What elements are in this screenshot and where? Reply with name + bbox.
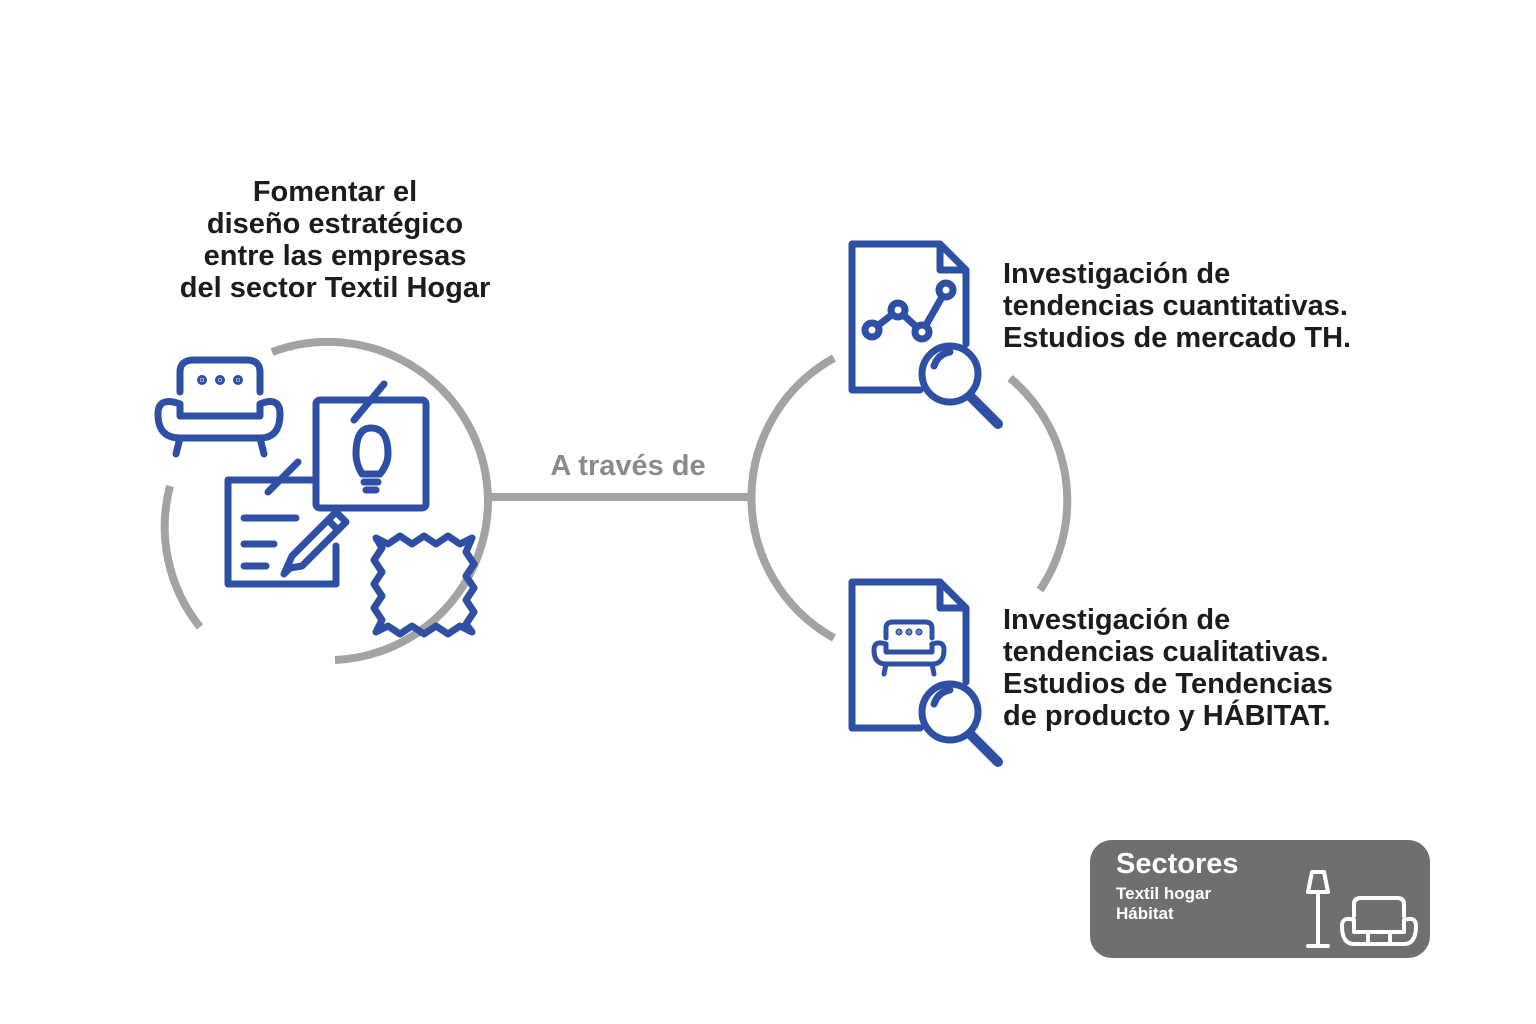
goal-title-line: del sector Textil Hogar [179, 272, 491, 304]
armchair-icon [154, 356, 284, 458]
item-text-line: Estudios de mercado TH. [1003, 322, 1352, 354]
left-circle-arc-lower [334, 499, 493, 664]
floor-lamp-icon [1306, 870, 1330, 948]
item-text-line: Investigación de [1003, 604, 1231, 636]
goal-title-line: diseño estratégico [206, 208, 464, 240]
goal-title-line: entre las empresas [203, 240, 467, 272]
item-text-line: tendencias cualitativas. [1003, 636, 1329, 668]
armchair-document-search-icon [848, 578, 1003, 767]
item-text-line: Investigación de [1003, 258, 1231, 290]
sector-item: Textil hogar [1116, 884, 1212, 903]
right-circle-arc-left [747, 354, 836, 642]
left-circle-arc-upper [270, 337, 492, 501]
sectors-icons [1306, 870, 1418, 948]
sectors-list: Textil hogar Hábitat [1116, 884, 1211, 924]
lightbulb-note-icon [312, 380, 430, 512]
left-circle-arc-left [160, 484, 204, 630]
item-text: Investigación de tendencias cuantitativa… [1003, 258, 1483, 354]
item-text-line: tendencias cuantitativas. [1003, 290, 1348, 322]
sectors-title: Sectores [1116, 848, 1239, 880]
goal-title: Fomentar el diseño estratégico entre las… [130, 176, 540, 304]
sector-item: Hábitat [1116, 904, 1174, 923]
chart-document-search-icon [848, 240, 1003, 429]
item-text-line: de producto y HÁBITAT. [1003, 700, 1331, 732]
connector-label: A través de [550, 450, 706, 482]
right-circle-arc-right [1007, 374, 1072, 593]
goal-title-line: Fomentar el [252, 176, 418, 208]
item-text: Investigación de tendencias cualitativas… [1003, 604, 1483, 732]
armchair-icon [1340, 896, 1418, 946]
fabric-swatch-icon [370, 532, 478, 638]
notepad-pencil-icon [224, 458, 350, 588]
sectors-badge: Sectores Textil hogar Hábitat [1090, 840, 1430, 958]
item-text-line: Estudios de Tendencias [1003, 668, 1333, 700]
